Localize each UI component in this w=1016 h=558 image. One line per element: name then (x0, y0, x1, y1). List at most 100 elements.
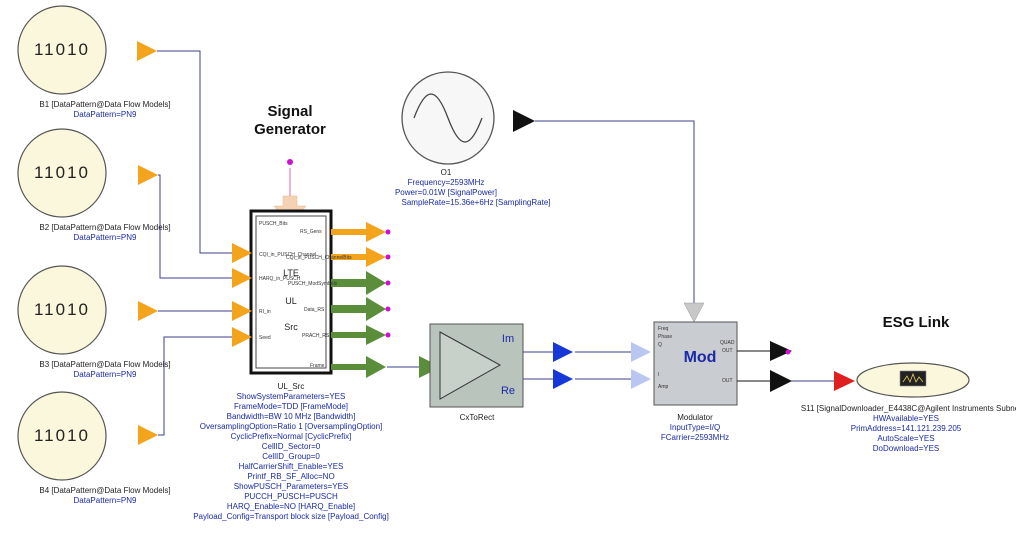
mod-pin-in-3: Q (658, 342, 662, 348)
wire-b4 (158, 336, 236, 436)
modulator-param-1: InputType=I/Q (669, 423, 721, 432)
sg-pin-in-2: CQI_in_PUSCH_Channel (259, 252, 317, 258)
downloader-param-4: DoDownload=YES (872, 444, 940, 453)
downloader-param-2: PrimAddress=141.121.239.205 (850, 424, 962, 433)
sg-in-arrow-1 (232, 243, 252, 263)
mod-pin-in-1: Freq (658, 326, 669, 332)
sg-pin-out-2: CQI_in_PUSCH_ChannelBits (286, 255, 352, 261)
modulator-inner-label: Mod (683, 349, 717, 366)
lte-param: Payload_Config=Transport block size [Pay… (193, 512, 389, 521)
source-b3-circle (17, 265, 107, 355)
im-arrow-light (631, 342, 651, 362)
im-arrow (553, 342, 573, 362)
lte-src-params: ShowSystemParameters=YES FrameMode=TDD [… (193, 392, 389, 522)
lte-param: Printf_RB_SF_Alloc=NO (247, 472, 335, 481)
sine-icon (413, 93, 483, 143)
source-b2-param: DataPattern=PN9 (73, 233, 137, 242)
mod-pin-in-4: I (658, 372, 660, 378)
sg-out-arrow-1 (331, 222, 386, 242)
source-b3-bits: 11010 (33, 300, 91, 319)
source-b1-param: DataPattern=PN9 (73, 110, 137, 119)
sg-pin-out-1: RS_Gens (300, 229, 322, 235)
cxtorect-port-re: Re (500, 385, 516, 397)
sg-out-arrow-5 (331, 325, 386, 345)
sg-pin-in-4: RI_in (259, 309, 271, 315)
source-b2-circle (17, 128, 107, 218)
lte-src-text-3: Src (284, 322, 298, 332)
oscillator-param-1: Frequency=2593MHz (407, 178, 485, 187)
arrow-b2 (138, 165, 158, 185)
source-b4-param: DataPattern=PN9 (73, 496, 137, 505)
lte-param: Bandwidth=BW 10 MHz [Bandwidth] (226, 412, 356, 421)
source-b3-param: DataPattern=PN9 (73, 370, 137, 379)
sg-pin-in-3: HARQ_in_PUSCH (259, 276, 301, 282)
re-arrow-light (631, 369, 651, 389)
sg-in-arrow-2 (232, 268, 252, 288)
lte-src-text-2: UL (285, 296, 297, 306)
lte-param: HARQ_Enable=NO [HARQ_Enable] (226, 502, 356, 511)
mod-pin-in-5: Amp (658, 384, 669, 390)
source-b2-name: B2 [DataPattern@Data Flow Models] (39, 223, 171, 232)
lte-param: FrameMode=TDD [FrameMode] (233, 402, 349, 411)
lte-param: HalfCarrierShift_Enable=YES (238, 462, 344, 471)
mod-pin-in-2: Phase (658, 334, 673, 340)
arrow-b4 (138, 425, 158, 445)
oscillator-param-2: Power=0.01W [SignalPower] (394, 188, 498, 197)
mod-pin-out-1: QUAD (720, 340, 735, 346)
downloader-param-1: HWAvailable=YES (872, 414, 940, 423)
modulator-param-2: FCarrier=2593MHz (660, 433, 730, 442)
sg-pin-out-3: PUSCH_ModSymbols (288, 281, 338, 287)
oscillator-param-3: SampleRate=15.36e+6Hz [SamplingRate] (401, 198, 551, 207)
mod-out-arrow (770, 370, 792, 392)
cxtorect-name: CxToRect (459, 413, 495, 422)
arrow-b3 (138, 301, 158, 321)
downloader-name: S11 [SignalDownloader_E4438C@Agilent Ins… (800, 404, 1016, 413)
sg-pin-out-5: PRACH_RS (302, 333, 330, 339)
modulator-block (653, 321, 738, 406)
mod-pin-out-3: OUT (722, 378, 733, 384)
sg-out-arrow-6 (331, 356, 386, 378)
mod-pin-out-2: OUT (722, 348, 733, 354)
arrow-b1 (137, 41, 157, 61)
lte-param: PUCCH_PUSCH=PUSCH (244, 492, 338, 501)
sg-pin-out-4: Data_RS (304, 307, 325, 313)
lte-param: ShowSystemParameters=YES (236, 392, 346, 401)
lte-param: CellID_Sector=0 (261, 442, 321, 451)
sg-pin-in-5: Seed (259, 335, 271, 341)
lte-param: ShowPUSCH_Parameters=YES (233, 482, 349, 491)
re-arrow (553, 369, 573, 389)
cxtorect-port-im: Im (501, 333, 515, 345)
source-b4-circle (17, 391, 107, 481)
lte-param: OversamplingOption=Ratio 1 [Oversampling… (199, 422, 383, 431)
sg-in-arrow-4 (232, 327, 252, 347)
source-b4-bits: 11010 (33, 426, 91, 445)
wire-b1 (157, 50, 236, 254)
wire-osc (535, 120, 695, 304)
oscillator-name: O1 (440, 168, 452, 177)
source-b3-name: B3 [DataPattern@Data Flow Models] (39, 360, 171, 369)
osc-arrow (513, 110, 535, 132)
sg-in-arrow-3 (232, 301, 252, 321)
lte-src-name: UL_Src (277, 382, 305, 391)
source-b1-name: B1 [DataPattern@Data Flow Models] (39, 100, 171, 109)
cxtorect-triangle (439, 331, 502, 400)
esg-link-title: ESG Link (882, 314, 950, 331)
sg-out-arrow-2 (331, 247, 386, 267)
signal-generator-title: Signal Generator (254, 103, 326, 138)
sg-out-arrow-4 (331, 297, 386, 321)
mod-quad-arrow (770, 341, 792, 361)
mod-freq-arrow (683, 302, 705, 323)
wire-b2 (158, 174, 236, 279)
sg-pin-out-6: Frame (310, 363, 325, 369)
downloader-screen-icon (899, 370, 927, 387)
lte-param: CyclicPrefix=Normal [CyclicPrefix] (230, 432, 352, 441)
source-b4-name: B4 [DataPattern@Data Flow Models] (39, 486, 171, 495)
lte-param: CellID_Group=0 (262, 452, 320, 461)
downloader-red-arrow (834, 371, 855, 391)
source-b2-bits: 11010 (33, 163, 91, 182)
sg-top-port (287, 159, 293, 165)
source-b1-bits: 11010 (33, 40, 91, 59)
downloader-param-3: AutoScale=YES (877, 434, 935, 443)
sg-out-arrow-3 (331, 271, 386, 295)
